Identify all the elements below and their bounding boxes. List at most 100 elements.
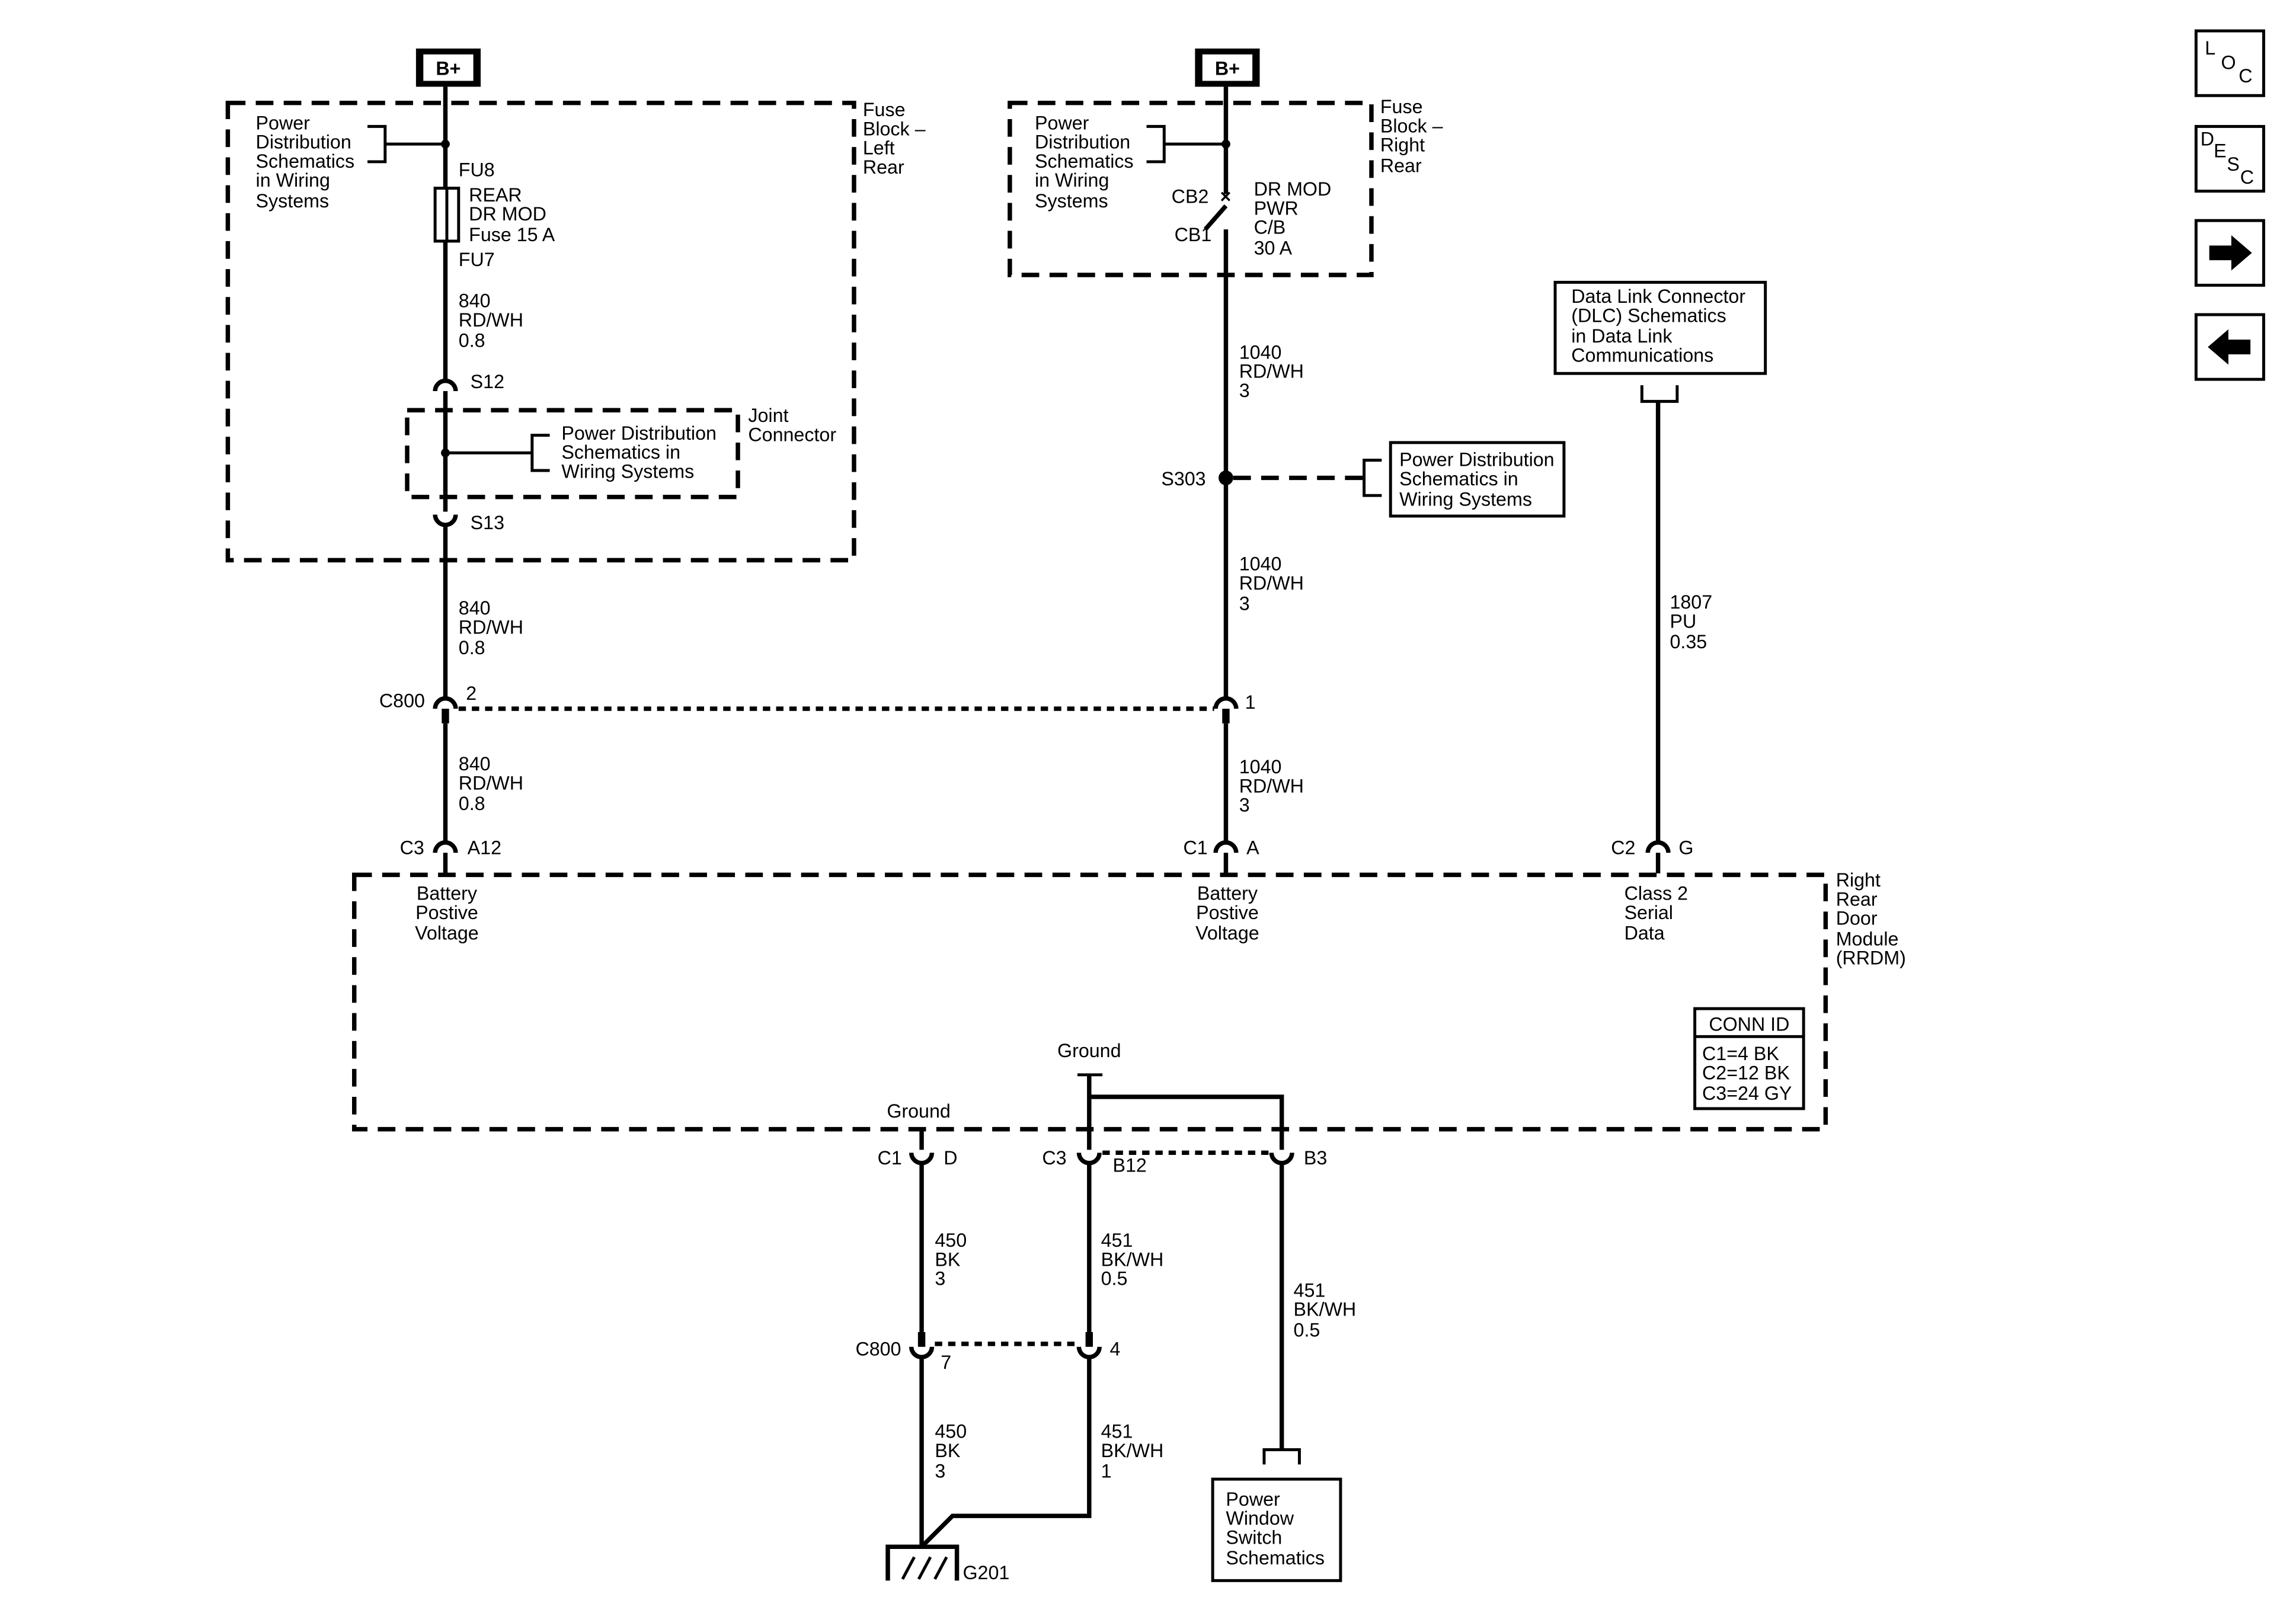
c800-lower-right (1076, 1346, 1102, 1359)
svg-text:840: 840 (459, 290, 491, 312)
c1-d-pin-label: D (944, 1147, 957, 1169)
svg-text:Class 2: Class 2 (1625, 883, 1688, 904)
svg-text:0.8: 0.8 (459, 793, 485, 814)
svg-text:PWR: PWR (1254, 197, 1299, 219)
c800-upper-left (433, 696, 458, 709)
dlc-ref-text: Data Link Connector (DLC) Schematics in … (1571, 286, 1745, 366)
b3-pin-label: B3 (1304, 1147, 1327, 1169)
fu8-label: FU8 (459, 159, 495, 181)
svg-text:RD/WH: RD/WH (1239, 775, 1304, 796)
svg-text:RD/WH: RD/WH (459, 309, 523, 331)
s303-ref-box (1389, 441, 1566, 518)
connector-c2-g (1645, 840, 1671, 853)
forward-button[interactable] (2194, 219, 2265, 287)
svg-text:30 A: 30 A (1254, 237, 1293, 258)
back-button[interactable] (2194, 313, 2265, 381)
svg-text:Schematics: Schematics (256, 151, 355, 172)
svg-text:REAR: REAR (469, 184, 522, 206)
wire-840-bot-label: 840 RD/WH 0.8 (459, 753, 523, 814)
svg-text:C3=24 GY: C3=24 GY (1702, 1083, 1792, 1104)
svg-text:Schematics: Schematics (1226, 1547, 1325, 1569)
svg-text:Distribution: Distribution (1035, 132, 1130, 153)
svg-text:Power Distribution: Power Distribution (561, 422, 717, 444)
rrdm-module-name: Right Rear Door Module (RRDM) (1836, 869, 1906, 969)
s12-label: S12 (471, 371, 504, 392)
svg-text:Schematics: Schematics (1035, 151, 1134, 172)
svg-text:3: 3 (1239, 380, 1250, 401)
connector-s12 (433, 378, 458, 392)
ground-label-pin-d: Ground (887, 1100, 951, 1122)
c800-upper-pin-left: 2 (466, 683, 477, 704)
ground-g201-icon (885, 1544, 960, 1581)
svg-text:Joint: Joint (748, 405, 788, 426)
svg-text:C/B: C/B (1254, 217, 1286, 238)
s303-label: S303 (1161, 468, 1205, 489)
wire-1807-label: 1807 PU 0.35 (1670, 591, 1712, 652)
svg-text:Distribution: Distribution (256, 132, 351, 153)
pin-class2-serial-data: Class 2 Serial Data (1625, 883, 1688, 944)
power-window-ref-text: Power Window Switch Schematics (1226, 1489, 1325, 1569)
svg-text:Postive: Postive (415, 902, 478, 923)
c800-lower-left (909, 1346, 935, 1359)
c800-lower-label: C800 (855, 1339, 901, 1360)
left-bplus-label: B+ (436, 58, 461, 79)
joint-connector-ref: Power Distribution Schematics in Wiring … (561, 422, 717, 482)
svg-text:1040: 1040 (1239, 341, 1282, 363)
svg-text:3: 3 (935, 1461, 945, 1482)
svg-text:Rear: Rear (1380, 155, 1422, 176)
svg-text:1807: 1807 (1670, 591, 1712, 613)
svg-text:Wiring Systems: Wiring Systems (561, 460, 694, 482)
fu7-label: FU7 (459, 249, 495, 270)
wire-451-right-label: 451 BK/WH 0.5 (1294, 1279, 1357, 1340)
wire-1040-top-label: 1040 RD/WH 3 (1239, 341, 1304, 401)
svg-text:C2=12 BK: C2=12 BK (1702, 1062, 1790, 1083)
svg-text:840: 840 (459, 753, 491, 774)
c3-b12-connector-label: C3 (1042, 1147, 1066, 1169)
wire-840-top-label: 840 RD/WH 0.8 (459, 290, 523, 351)
svg-text:840: 840 (459, 597, 491, 619)
svg-text:0.35: 0.35 (1670, 631, 1707, 652)
svg-text:RD/WH: RD/WH (459, 616, 523, 638)
svg-text:Voltage: Voltage (1195, 923, 1259, 944)
svg-text:RD/WH: RD/WH (1239, 572, 1304, 594)
svg-text:RD/WH: RD/WH (459, 772, 523, 793)
svg-text:Data: Data (1625, 923, 1665, 944)
pin-battery-voltage-1: Battery Postive Voltage (415, 883, 479, 944)
svg-text:Battery: Battery (1197, 883, 1258, 904)
connector-b3 (1269, 1153, 1294, 1166)
svg-text:BK: BK (935, 1249, 960, 1270)
wire-840-mid-label: 840 RD/WH 0.8 (459, 597, 523, 658)
c800-upper-pin-right: 1 (1245, 692, 1256, 713)
desc-button[interactable]: D E S C (2194, 124, 2265, 193)
svg-text:Serial: Serial (1625, 902, 1673, 923)
s13-label: S13 (471, 512, 504, 533)
connector-s13 (433, 514, 458, 527)
svg-text:Right: Right (1836, 869, 1881, 891)
ground-g201-label: G201 (963, 1562, 1010, 1583)
svg-text:Data Link Connector: Data Link Connector (1571, 286, 1745, 307)
cb1-label: CB1 (1175, 224, 1212, 245)
svg-text:L: L (2205, 37, 2215, 59)
breaker-contact-icon: × (1220, 185, 1232, 207)
svg-text:Connector: Connector (748, 424, 836, 445)
loc-button[interactable]: L O C (2194, 29, 2265, 97)
svg-text:0.5: 0.5 (1101, 1268, 1128, 1289)
svg-text:Schematics in: Schematics in (561, 441, 680, 463)
svg-text:451: 451 (1294, 1279, 1326, 1301)
c2-g-connector-label: C2 (1611, 837, 1635, 859)
svg-text:Power: Power (1226, 1489, 1280, 1510)
connector-c1-a (1213, 840, 1239, 853)
svg-text:CONN ID: CONN ID (1709, 1013, 1789, 1035)
c1-d-connector-label: C1 (878, 1147, 902, 1169)
svg-text:Fuse: Fuse (1380, 96, 1423, 117)
joint-connector-box (405, 408, 740, 500)
power-window-ref-box (1211, 1477, 1342, 1582)
wire-451-bot-label: 451 BK/WH 1 (1101, 1421, 1164, 1482)
c3-a12-connector-label: C3 (400, 837, 424, 859)
wire-450-top-label: 450 BK 3 (935, 1230, 967, 1289)
svg-text:Schematics in: Schematics in (1399, 468, 1518, 489)
svg-text:Left: Left (863, 137, 895, 159)
svg-text:E: E (2214, 140, 2227, 161)
svg-text:0.8: 0.8 (459, 637, 485, 658)
left-bplus-terminal: B+ (415, 48, 481, 87)
